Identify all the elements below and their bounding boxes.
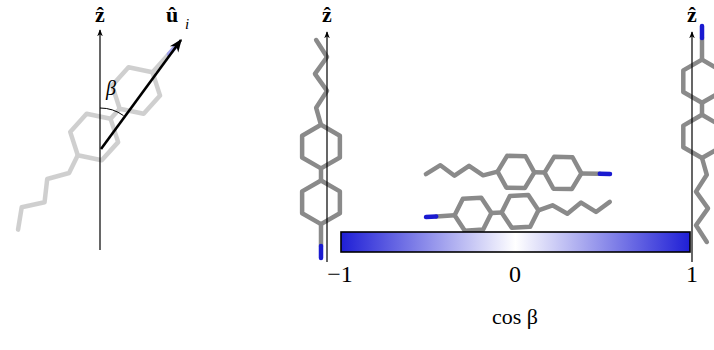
z-axis — [99, 30, 100, 250]
director-arrow — [101, 40, 181, 149]
molecule — [0, 30, 194, 240]
bond — [581, 171, 599, 176]
bond — [315, 40, 327, 125]
color-bar — [341, 232, 690, 252]
tick-label: −1 — [327, 262, 353, 286]
molecule — [302, 40, 340, 258]
bond — [683, 115, 714, 158]
bond — [302, 180, 340, 224]
bond — [9, 151, 83, 231]
nitrile-tip — [319, 246, 324, 258]
bond — [62, 105, 126, 170]
angle-label: β — [106, 78, 116, 98]
molecule — [426, 154, 611, 190]
bond — [683, 60, 714, 103]
molecule-group — [0, 26, 714, 258]
nitrile-tip — [600, 172, 610, 177]
z-axis — [691, 32, 692, 262]
bond — [497, 156, 534, 189]
bond — [700, 38, 705, 60]
angle-arc — [100, 108, 124, 116]
vector-subscript: i — [185, 17, 189, 32]
bond — [426, 165, 498, 177]
bond — [454, 197, 493, 231]
tick-label: 0 — [509, 262, 521, 286]
axis-title: cos β — [492, 306, 538, 328]
bond — [436, 215, 454, 216]
bond — [319, 224, 324, 246]
nitrile-tip — [426, 214, 436, 219]
molecule — [683, 26, 714, 242]
bond — [302, 125, 340, 169]
bond — [696, 158, 708, 242]
nitrile-tip — [700, 26, 705, 38]
bond — [538, 201, 610, 216]
molecule — [425, 190, 611, 233]
vector-label: û — [166, 4, 178, 26]
bond — [501, 194, 540, 228]
axis-label: ẑ — [322, 4, 332, 26]
z-axis — [326, 32, 327, 262]
axis-label: ẑ — [687, 4, 697, 26]
axis-label: ẑ — [95, 4, 105, 26]
tick-label: 1 — [686, 262, 698, 286]
bond — [544, 157, 581, 190]
